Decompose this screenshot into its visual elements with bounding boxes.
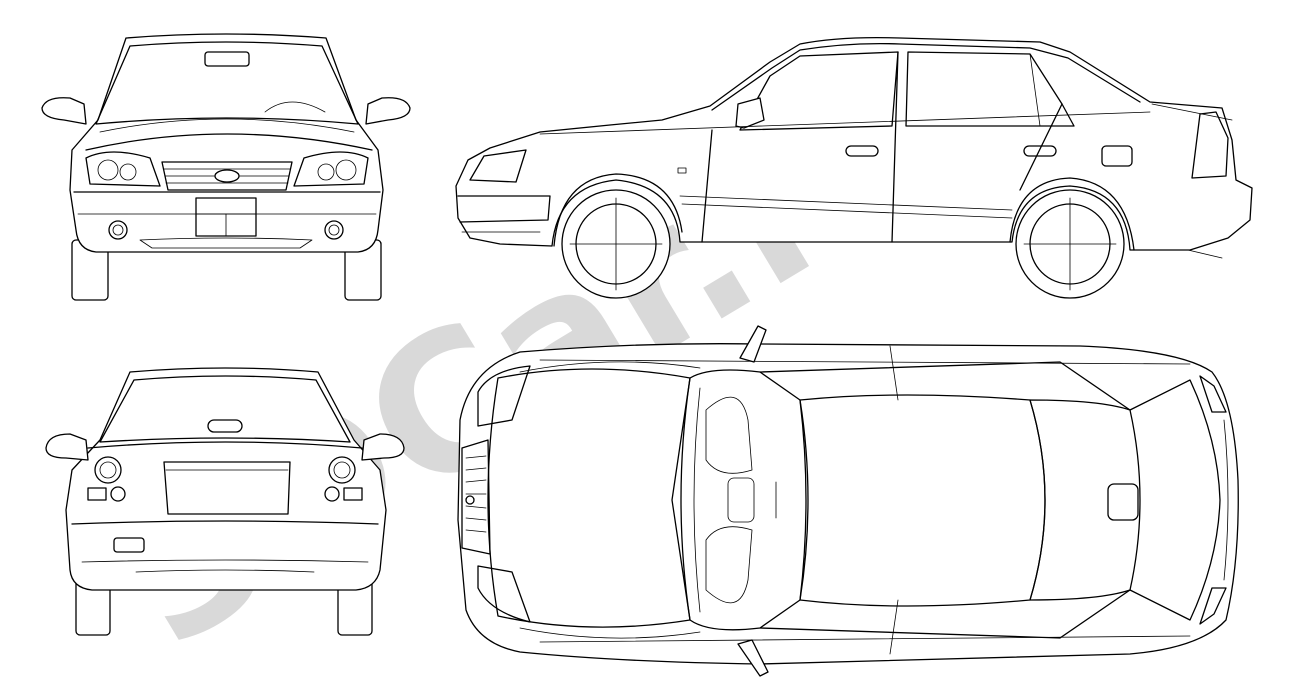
side-view	[455, 36, 1253, 299]
front-view	[41, 33, 411, 301]
top-view	[457, 325, 1239, 677]
rear-view	[45, 367, 405, 636]
